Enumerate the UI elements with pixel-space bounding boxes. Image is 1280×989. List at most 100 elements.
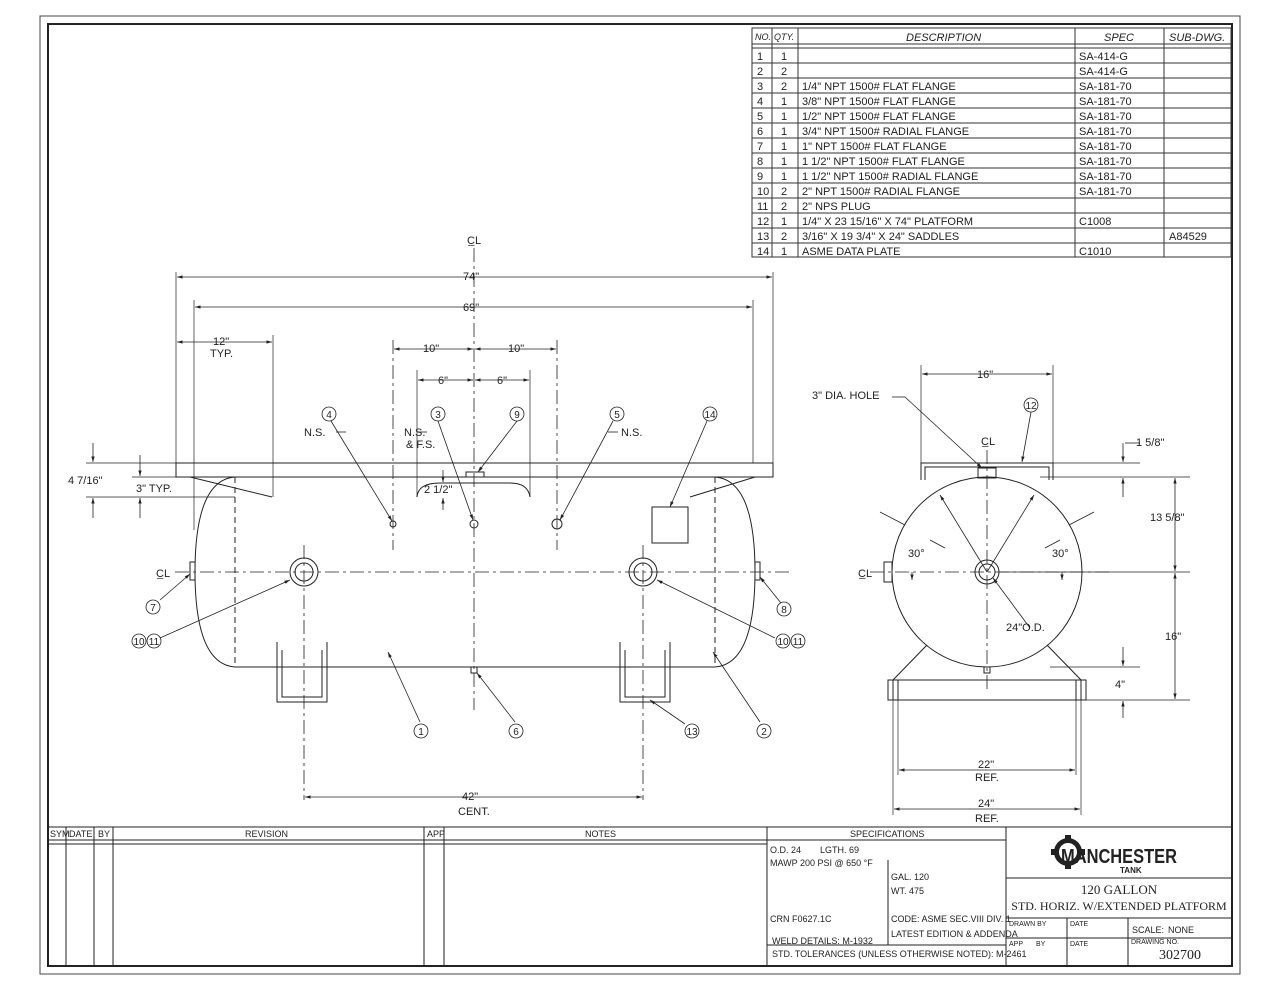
nozzle-7 (189, 561, 196, 581)
spec-weld: WELD DETAILS: M-1932 (772, 936, 873, 946)
title-block (48, 826, 1232, 966)
note-ns-right: N.S. (621, 427, 642, 439)
nozzle-8 (754, 561, 761, 581)
bom-cell-qty: 2 (781, 231, 787, 243)
balloon-1: 1 (418, 727, 424, 738)
scale-value: NONE (1168, 925, 1194, 935)
bom-cell-spec: C1010 (1079, 246, 1111, 258)
balloon-13: 13 (686, 727, 698, 738)
label-drawn-by: DRAWN BY (1009, 921, 1047, 928)
bom-cell-desc: 1 1/2" NPT 1500# RADIAL FLANGE (802, 171, 978, 183)
asme-data-plate (651, 506, 689, 544)
balloon-14: 14 (704, 410, 716, 421)
balloon-12: 12 (1025, 401, 1037, 412)
dim-right-6: 6" (497, 375, 507, 387)
dim-left-6: 6" (438, 375, 448, 387)
balloon-10-left: 10 (133, 637, 145, 648)
nozzle-9 (465, 471, 485, 478)
spec-length: LGTH. 69 (820, 845, 859, 855)
bom-cell-spec: SA-181-70 (1079, 111, 1132, 123)
balloon-11-left: 11 (149, 637, 160, 648)
balloon-10-right: 10 (777, 637, 789, 648)
inner-border (47, 23, 1233, 967)
bom-cell-no: 9 (757, 171, 763, 183)
drawing-title-1: 120 GALLON (1081, 882, 1158, 897)
spec-mawp: MAWP 200 PSI @ 650 °F (770, 858, 873, 868)
bom-cell-qty: 1 (781, 111, 787, 123)
dim-end-platform-width: 16" (977, 369, 993, 381)
bom-cell-qty: 1 (781, 246, 787, 258)
balloon-3: 3 (435, 410, 441, 421)
bom-header-spec: SPEC (1104, 32, 1134, 44)
dim-saddle-centers: 42" (462, 791, 478, 803)
dim-platform-height: 4 7/16" (68, 475, 103, 487)
note-dia-hole: 3" DIA. HOLE (812, 390, 879, 402)
dim-overhang: 12" (213, 336, 229, 348)
bom-cell-qty: 2 (781, 186, 787, 198)
rev-header-date: DATE (69, 829, 92, 839)
bom-cell-qty: 1 (781, 96, 787, 108)
bom-cell-spec: SA-181-70 (1079, 156, 1132, 168)
logo-sub-text: TANK (1120, 866, 1142, 875)
dim-end-ref24: 24" (978, 798, 994, 810)
bom-cell-spec: C1008 (1079, 216, 1111, 228)
platform-support-right (689, 476, 756, 498)
angle-left: 30° (908, 548, 925, 560)
bom-cell-desc: 3/8" NPT 1500# FLAT FLANGE (802, 96, 956, 108)
bom-cell-no: 2 (757, 66, 763, 78)
bom-cell-spec: SA-181-70 (1079, 81, 1132, 93)
dim-end-saddle: 4" (1115, 679, 1125, 691)
dim-end-od: 24"O.D. (1006, 622, 1045, 634)
bom-cell-no: 12 (757, 216, 769, 228)
platform-notch (416, 482, 531, 498)
side-view (86, 248, 806, 800)
dim-end-ref22: 22" (978, 759, 994, 771)
bom-header-subdwg: SUB-DWG. (1169, 32, 1225, 44)
bom-cell-spec: SA-181-70 (1079, 186, 1132, 198)
specifications-title: SPECIFICATIONS (850, 829, 924, 839)
bom-cell-qty: 2 (781, 81, 787, 93)
bom-cell-qty: 1 (781, 216, 787, 228)
rev-header-notes: NOTES (585, 829, 616, 839)
bom-cell-qty: 2 (781, 201, 787, 213)
note-fs-mid: & F.S. (406, 439, 435, 451)
rev-header-sym: SYM (50, 829, 70, 839)
balloon-7: 7 (150, 603, 156, 614)
balloon-11-right: 11 (793, 637, 804, 648)
side-centerline-label: C̲L (467, 235, 481, 247)
bom-cell-desc: 1 1/2" NPT 1500# FLAT FLANGE (802, 156, 965, 168)
balloon-8: 8 (781, 605, 787, 616)
bom-cell-qty: 1 (781, 126, 787, 138)
bom-header-qty: QTY. (774, 32, 794, 42)
bom-cell-sub: A84529 (1169, 231, 1207, 243)
bom-cell-qty: 1 (781, 141, 787, 153)
bom-cell-spec: SA-181-70 (1079, 171, 1132, 183)
rev-header-by: BY (98, 829, 110, 839)
balloon-4: 4 (326, 410, 332, 421)
spec-od: O.D. 24 (770, 845, 801, 855)
balloon-9: 9 (514, 410, 520, 421)
dim-overhang-sub: TYP. (210, 348, 233, 360)
bom-cell-no: 1 (757, 51, 763, 63)
spec-weight: WT. 475 (891, 886, 924, 896)
dim-end-ref22-sub: REF. (975, 772, 999, 784)
platform-support-left (189, 476, 273, 498)
manchester-tank-logo: MANCHESTER TANK (1051, 835, 1177, 875)
bom-cell-qty: 1 (781, 171, 787, 183)
outer-border (39, 15, 1241, 975)
drawing-number: 302700 (1159, 948, 1201, 963)
bom-cell-qty: 1 (781, 156, 787, 168)
bill-of-materials (751, 27, 1232, 258)
angle-right: 30° (1052, 548, 1069, 560)
bom-cell-desc: 3/4" NPT 1500# RADIAL FLANGE (802, 126, 969, 138)
bom-cell-desc: 1/4" X 23 15/16" X 74" PLATFORM (802, 216, 973, 228)
dim-overall-length: 74" (463, 271, 479, 283)
bom-cell-desc: 3/16" X 19 3/4" X 24" SADDLES (802, 231, 959, 243)
spec-code-2: LATEST EDITION & ADDENDA (891, 929, 1018, 939)
dim-end-upper: 13 5/8" (1150, 512, 1185, 524)
balloon-5: 5 (614, 410, 620, 421)
bom-cell-no: 8 (757, 156, 763, 168)
bom-cell-desc: ASME DATA PLATE (802, 246, 900, 258)
bom-cell-no: 6 (757, 126, 763, 138)
label-drawing-no: DRAWING NO. (1131, 939, 1179, 946)
